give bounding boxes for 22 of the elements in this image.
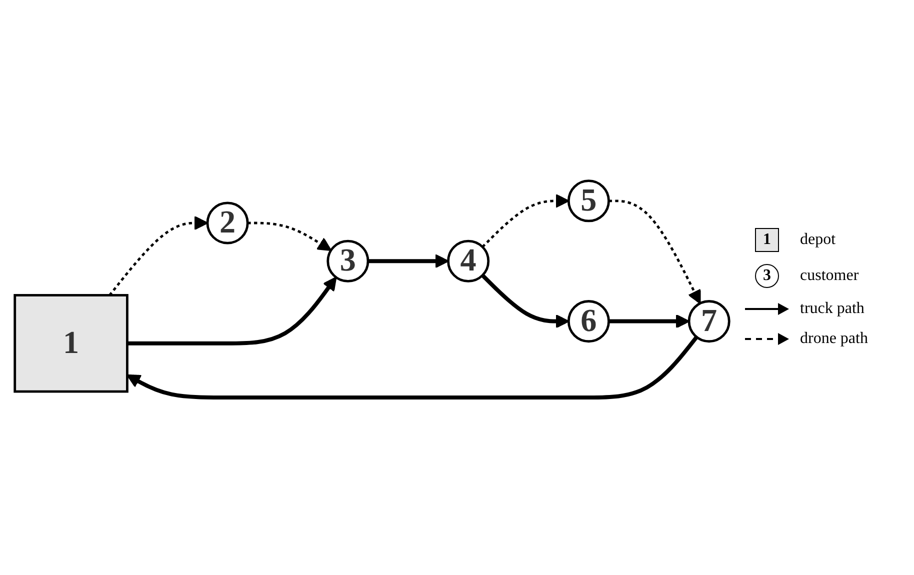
arrow [481,274,570,329]
node-box: 1 [14,294,128,394]
node-circle: 2 [206,202,249,245]
arrow [248,222,332,252]
node-circle: 6 [567,300,610,343]
depot-symbol: 1 [755,228,779,252]
legend-text: truck path [800,300,864,318]
node-circle: 4 [447,240,490,283]
node-circle: 7 [688,300,730,343]
arrow [482,194,570,248]
node-circle: 3 [326,240,370,283]
node-circle: 5 [567,180,610,222]
legend-text: depot [800,230,836,248]
legend-text: drone path [800,330,868,348]
customer-symbol: 3 [755,264,779,288]
arrow [608,314,690,329]
arrow [368,254,449,268]
legend-text: customer [800,266,859,284]
arrow [126,336,698,400]
arrow [608,200,701,304]
arrow [108,216,208,296]
arrow [127,276,337,346]
